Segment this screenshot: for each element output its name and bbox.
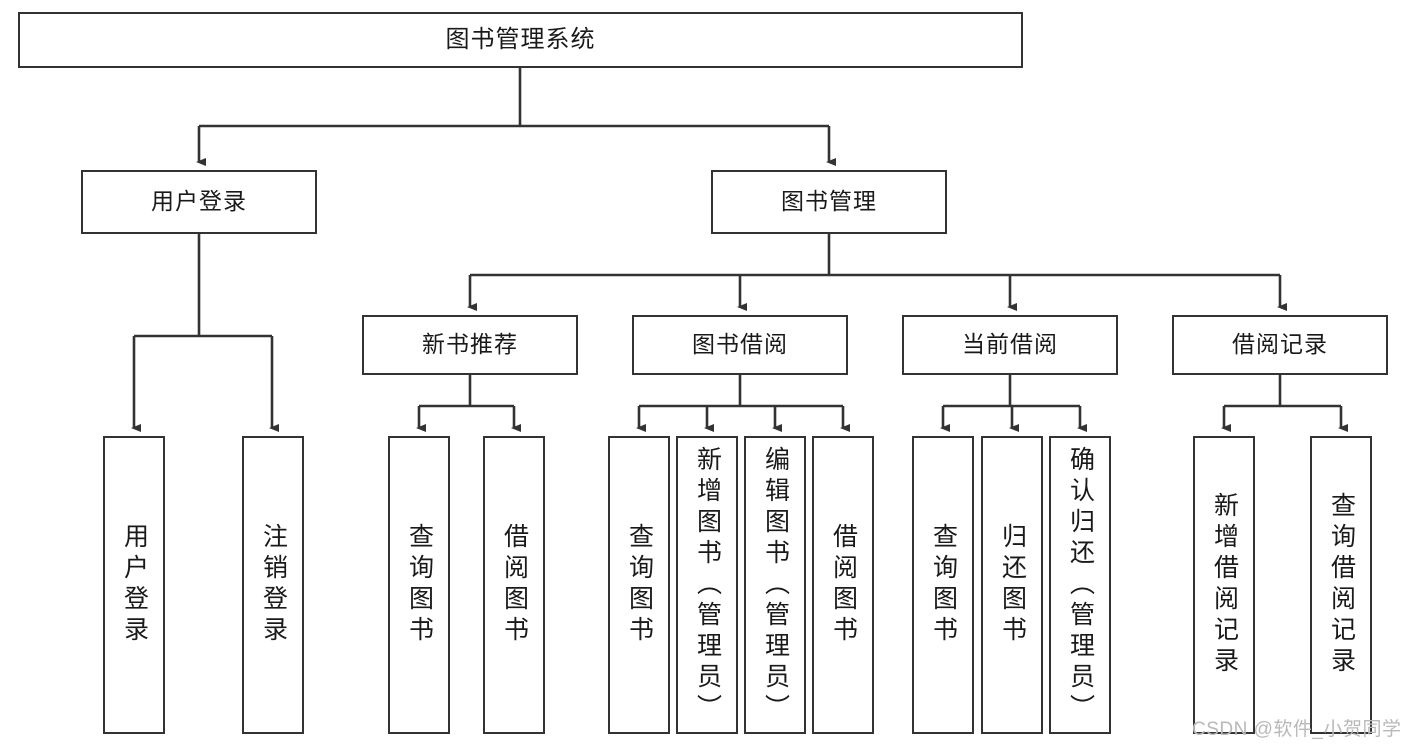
leaf-node[interactable]: 归还图书	[981, 436, 1043, 734]
watermark-csdn: CSDN @软件_小贺同学	[1192, 719, 1402, 740]
node-borrowing-records[interactable]: 借阅记录	[1172, 315, 1388, 375]
node-root-system[interactable]: 图书管理系统	[18, 12, 1023, 68]
leaf-node[interactable]: 编辑图书（管理员）	[744, 436, 806, 734]
node-current-borrowing[interactable]: 当前借阅	[902, 315, 1118, 375]
node-user-login[interactable]: 用户登录	[81, 170, 317, 234]
leaf-node[interactable]: 新增图书（管理员）	[676, 436, 738, 734]
leaf-node[interactable]: 查询图书	[608, 436, 670, 734]
leaf-node[interactable]: 用户登录	[103, 436, 165, 734]
leaf-node[interactable]: 注销登录	[242, 436, 304, 734]
node-new-book-recommendation[interactable]: 新书推荐	[362, 315, 578, 375]
leaf-node[interactable]: 查询图书	[388, 436, 450, 734]
leaf-node[interactable]: 借阅图书	[812, 436, 874, 734]
node-book-borrowing[interactable]: 图书借阅	[632, 315, 848, 375]
leaf-node[interactable]: 查询借阅记录	[1310, 436, 1372, 734]
node-book-management[interactable]: 图书管理	[711, 170, 947, 234]
leaf-node[interactable]: 新增借阅记录	[1193, 436, 1255, 734]
leaf-node[interactable]: 借阅图书	[483, 436, 545, 734]
leaf-node[interactable]: 确认归还（管理员）	[1049, 436, 1111, 734]
leaf-node[interactable]: 查询图书	[912, 436, 974, 734]
